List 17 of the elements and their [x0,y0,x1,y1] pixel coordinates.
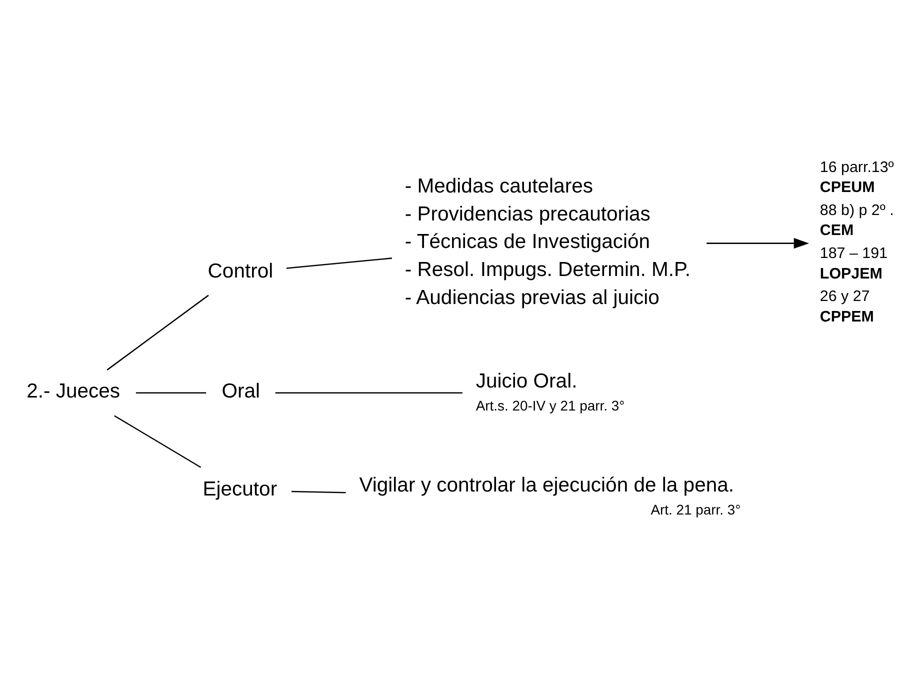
node-text: Ejecutor [202,478,278,500]
node-text: Oral [222,380,260,402]
node-text: 16 parr.13º CPEUM 88 b) p 2º . CEM 187 – 191 LOPJEM 26 y 27 CPPEM [820,158,894,325]
connector [286,257,392,268]
node-text: Juicio Oral. [476,370,578,392]
arrow [706,237,810,248]
node-text: - Medidas cautelares - Providencias precautorias - Técnicas de Investigación - Resol. Impugs. Determin. M.P. - Audiencias previas al juicio [404,174,691,308]
node-label: Art. 21 parr. 3° [650,500,741,517]
node-label: Art.s. 20-IV y 21 parr. 3° [476,396,625,413]
connector [114,414,202,468]
node-text: Vigilar y controlar la ejecución de la pena. [359,474,734,496]
connector [292,490,346,493]
node-text: 2.- Jueces [26,380,120,402]
connector [106,294,209,370]
connector [136,392,206,393]
node-text: Control [208,260,274,282]
connector [275,392,462,393]
